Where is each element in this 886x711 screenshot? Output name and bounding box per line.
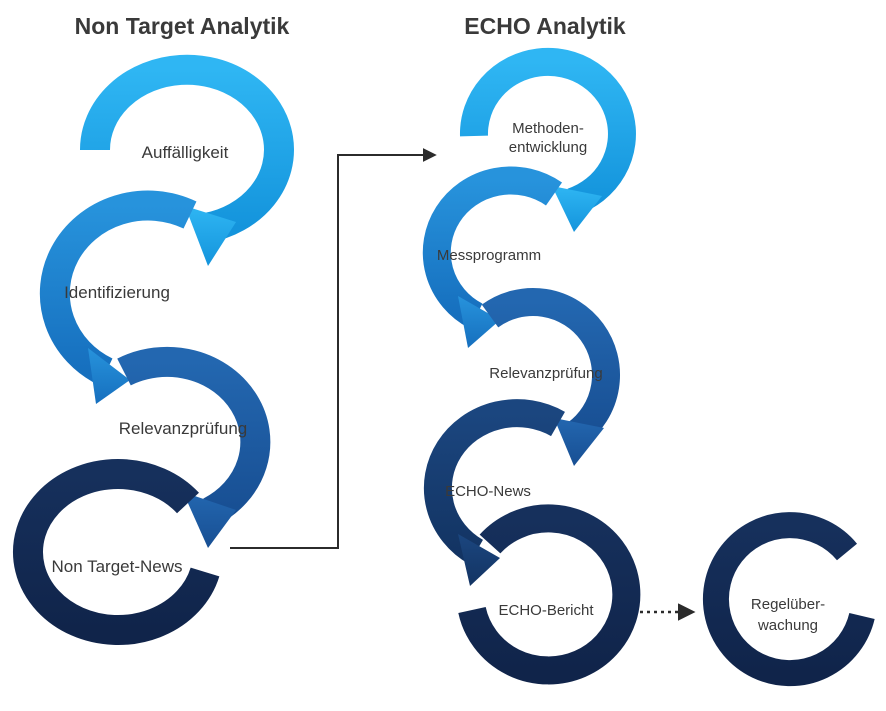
- ring-non-target-news: [13, 459, 220, 646]
- step-methoden-line1: Methoden-: [512, 120, 584, 137]
- ring-identifizierung: [39, 190, 197, 404]
- step-methoden-line2: entwicklung: [509, 139, 587, 156]
- ring-messprogramm: [422, 166, 563, 348]
- right-title: ECHO Analytik: [464, 13, 626, 39]
- ring-echo-news: [423, 399, 565, 586]
- left-title: Non Target Analytik: [75, 13, 290, 39]
- ring-relevanz-left: [117, 346, 271, 548]
- step-non-target-news: Non Target-News: [51, 557, 182, 576]
- ring-echo-bericht: [458, 504, 641, 685]
- step-regel-line1: Regelüber-: [751, 596, 825, 613]
- step-regel-line2: wachung: [757, 617, 818, 634]
- step-relevanz-right: Relevanzprüfung: [489, 365, 602, 382]
- step-identifizierung: Identifizierung: [64, 283, 170, 302]
- step-auffaelligkeit: Auffälligkeit: [142, 143, 229, 162]
- step-echo-bericht: ECHO-Bericht: [498, 602, 594, 619]
- ring-regelueberwachung: [703, 512, 875, 687]
- connector-arrow: [230, 148, 437, 549]
- step-messprogramm: Messprogramm: [437, 247, 541, 264]
- step-echo-news: ECHO-News: [445, 483, 531, 500]
- ring-relevanz-right: [481, 288, 620, 466]
- ring-methodenentwicklung: [459, 47, 636, 232]
- ring-auffaelligkeit: [79, 54, 294, 266]
- step-relevanz-left: Relevanzprüfung: [119, 419, 248, 438]
